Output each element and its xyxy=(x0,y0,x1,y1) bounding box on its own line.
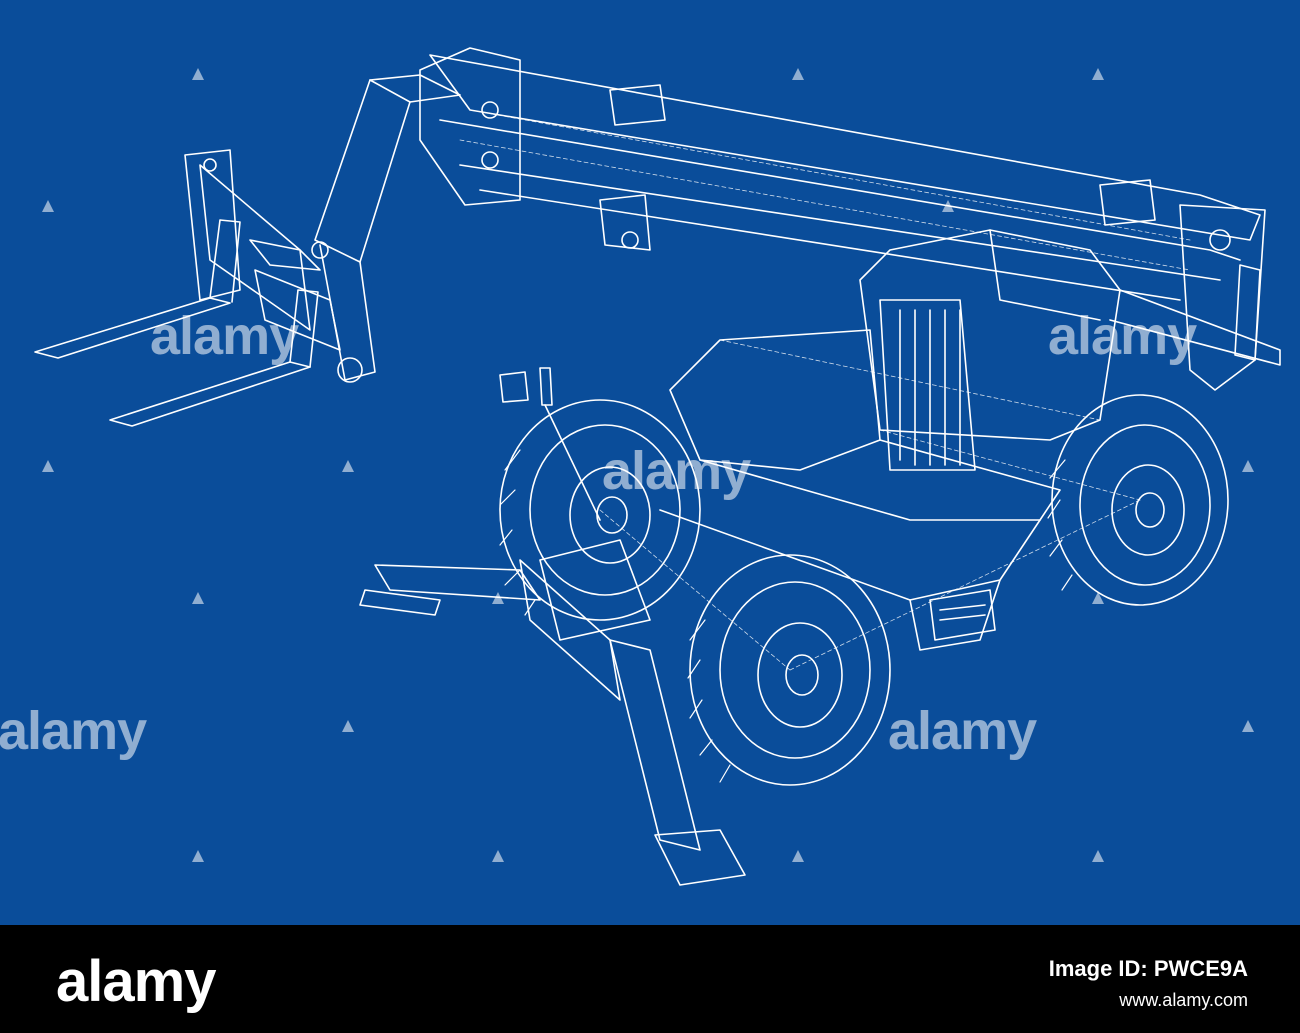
image-id-label: Image ID: PWCE9A xyxy=(1048,956,1248,981)
rear-left-wheel xyxy=(1051,394,1229,606)
watermark-text: alamy xyxy=(1048,306,1197,366)
blueprint-background xyxy=(0,0,1300,925)
watermark-text: alamy xyxy=(602,441,751,501)
alamy-logo[interactable]: alamy xyxy=(56,949,216,1014)
site-url-link[interactable]: www.alamy.com xyxy=(1119,990,1248,1010)
stabilizers xyxy=(359,539,746,886)
watermark-text: alamy xyxy=(0,701,147,761)
telescopic-boom xyxy=(314,47,1266,391)
blueprint-drawing xyxy=(0,0,1300,925)
front-right-wheel xyxy=(689,554,891,786)
watermark-text: alamy xyxy=(888,701,1037,761)
side-mirror xyxy=(499,367,601,521)
tire-treads xyxy=(499,449,1073,783)
hidden-lines xyxy=(459,109,1191,671)
telehandler-wireframe xyxy=(34,47,1281,886)
watermark-text: alamy xyxy=(150,306,299,366)
forks xyxy=(34,219,319,427)
front-left-wheel xyxy=(499,399,701,621)
fork-carriage xyxy=(184,149,363,383)
cab xyxy=(859,229,1281,471)
stock-footer-bar xyxy=(0,925,1300,1033)
